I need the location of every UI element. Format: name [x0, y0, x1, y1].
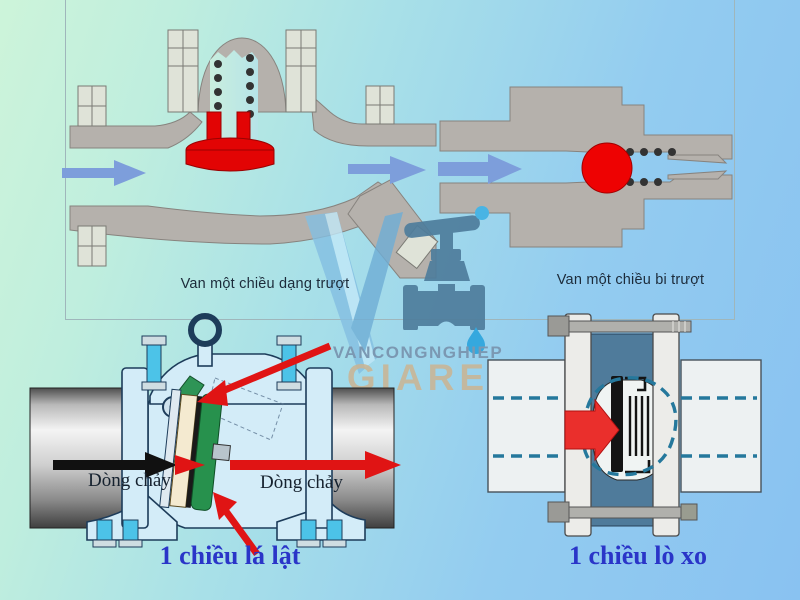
- flow-label-right: Dòng chảy: [260, 472, 343, 493]
- flow-arrow-red-tip: [175, 455, 205, 475]
- lift-check-valve-drawing: [62, 29, 439, 279]
- flow-arrow-inlet: [438, 154, 522, 184]
- pointer-arrows: [197, 342, 332, 557]
- bonnet-bolts: [77, 29, 439, 270]
- gate-valve-watermark-icon: [403, 206, 489, 330]
- flow-arrow-red: [230, 451, 401, 479]
- outlet-pipe: [331, 387, 395, 529]
- water-drop-icon: [475, 206, 489, 220]
- caption-ball-check-valve: Van một chiều bi trượt: [556, 272, 705, 288]
- check-ball: [581, 142, 633, 194]
- flow-arrow-outlet: [348, 156, 426, 184]
- spring-dots: [626, 148, 676, 186]
- inlet-pipe: [29, 387, 123, 529]
- piston-disc: [185, 111, 275, 172]
- flow-arrow-black: [53, 452, 177, 478]
- valve-body: [439, 86, 733, 248]
- water-drop-icon: [467, 327, 485, 354]
- watermark-brand-text: VANCONGNGHIEP: [332, 343, 504, 362]
- watermark-v-icon: [305, 212, 403, 374]
- inlet-pipe: [487, 359, 566, 493]
- bottom-flange-bolts: [92, 519, 347, 548]
- caption-swing-check-valve: 1 chiều lá lật: [159, 541, 301, 570]
- dashed-flow-lines: [493, 376, 757, 477]
- flow-label-left: Dòng chảy: [88, 470, 171, 491]
- disc-and-spring: [611, 376, 651, 474]
- outlet-pipe: [680, 359, 762, 493]
- eyebolt: [188, 313, 222, 347]
- flow-arrow-inlet: [62, 160, 146, 186]
- swing-check-valve-drawing: [29, 313, 401, 557]
- right-flange: [652, 313, 680, 537]
- flow-arrow-red: [564, 398, 620, 462]
- flange-bolts: [547, 315, 698, 523]
- top-panel-frame: [65, 0, 735, 320]
- caption-slide-check-valve: Van một chiều dạng trượt: [180, 276, 350, 292]
- spring-check-valve-drawing: [487, 313, 762, 537]
- ball-check-valve-drawing: [438, 86, 733, 248]
- caption-spring-check-valve: 1 chiều lò xo: [569, 541, 707, 570]
- flapper-disc: [159, 388, 231, 511]
